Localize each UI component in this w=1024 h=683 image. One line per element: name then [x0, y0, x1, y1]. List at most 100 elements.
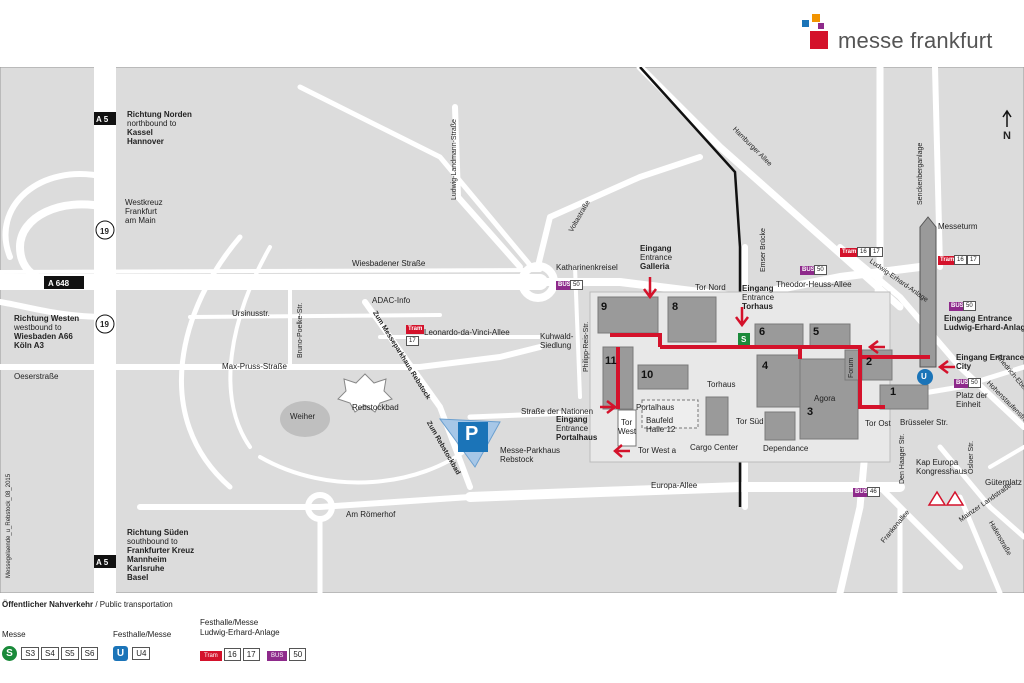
hall-9[interactable]: 9 — [601, 301, 608, 313]
legend-messe: Messe — [2, 630, 26, 639]
street-kuhwald-1: Kuhwald- — [540, 332, 574, 341]
compass-label: N — [1003, 130, 1011, 142]
adac-info: ADAC-Info — [372, 296, 411, 305]
street-roemerhof: Am Römerhof — [346, 510, 396, 519]
tram-stop-hamburger: Tram — [840, 248, 859, 257]
street-bruno: Bruno-Poelke-Str. — [297, 302, 304, 358]
legend-festhalle: Festhalle/Messe — [113, 630, 172, 639]
ubahn-icon: U — [921, 372, 927, 381]
street-philipp: Philipp-Reis-Str. — [583, 321, 590, 372]
sbahn-legend-icon: S — [2, 646, 17, 661]
logo-square-purple — [818, 23, 824, 29]
portalhaus-label: Portalhaus — [636, 403, 675, 412]
direction-westkreuz: Westkreuz Frankfurt am Main — [125, 198, 163, 225]
tram-stop-ludwig: Tram — [938, 256, 957, 265]
hall-4[interactable]: 4 — [762, 360, 769, 372]
street-ursinus: Ursinusstr. — [232, 309, 270, 318]
baufeld-label-2: Halle 12 — [646, 425, 676, 434]
street-oeser: Oeserstraße — [14, 372, 59, 381]
hall-8[interactable]: 8 — [672, 301, 679, 313]
hall-11[interactable]: 11 — [605, 355, 617, 367]
entrance-ludwig-erhard: Eingang Entrance Ludwig-Erhard-Anlage — [944, 314, 1024, 332]
map-credit: Messegelaende_u_Rebstock_08_2015 — [6, 473, 12, 578]
baufeld-label-1: Baufeld — [646, 416, 674, 425]
hall-10[interactable]: 10 — [641, 369, 654, 381]
bus-stop-city: BUS — [954, 379, 971, 388]
messe-frankfurt-logo: messe frankfurt — [800, 14, 1020, 58]
gate-west-2: West — [618, 427, 637, 436]
street-senckenberg: Senckenberganlage — [917, 142, 924, 205]
transport-legend: Öffentlicher Nahverkehr / Public transpo… — [0, 598, 600, 683]
tram-stop-leonardo: Tram — [406, 325, 425, 334]
sbahn-icon: S — [741, 335, 747, 344]
direction-west: Richtung Westen westbound to Wiesbaden A… — [14, 314, 80, 350]
entrance-portalhaus: Eingang Entrance Portalhaus — [556, 415, 598, 442]
dependance-label: Dependance — [763, 444, 809, 453]
bus-legend-icon: BUS — [267, 651, 288, 661]
tram-line-17-leonardo: 17 — [406, 336, 419, 346]
direction-south: Richtung Süden southbound to Frankfurter… — [127, 528, 195, 582]
legend-u-line: U U4 — [113, 646, 152, 661]
street-ludwig-landmann: Ludwig-Landmann-Straße — [451, 119, 458, 200]
bus-stop-katharinen: BUS — [556, 281, 573, 290]
street-leonardo: Leonardo-da-Vinci-Allee — [424, 328, 510, 337]
legend-festhalle-2a: Festhalle/Messe — [200, 618, 259, 627]
entrance-city: Eingang Entrance City — [956, 353, 1024, 371]
parkhaus-label-2: Rebstock — [500, 455, 534, 464]
legend-festhalle-2b: Ludwig-Erhard-Anlage — [200, 628, 280, 637]
tram-line-17-hamburger: 17 — [870, 247, 883, 257]
weiher-label: Weiher — [290, 412, 316, 421]
platz-einheit-1: Platz der — [956, 391, 988, 400]
street-emser: Emser Brücke — [760, 228, 767, 272]
street-den-haager: Den Haager Str. — [899, 433, 906, 484]
entrance-galleria: Eingang Entrance Galleria — [640, 244, 673, 271]
street-europa: Europa-Allee — [651, 481, 698, 490]
gate-west-a: Tor West a — [638, 446, 677, 455]
street-nationen: Straße der Nationen — [521, 407, 594, 416]
hall-5[interactable]: 5 — [813, 326, 820, 338]
tram-legend-icon: Tram — [200, 651, 222, 661]
bus-line-europa: 46 — [867, 487, 880, 497]
gate-ost: Tor Ost — [865, 419, 891, 428]
hall-3[interactable]: 3 — [807, 406, 814, 418]
site-map[interactable] — [0, 67, 1024, 593]
street-osloer: Osloer Str. — [968, 440, 975, 474]
rebstockbad-label: Rebstockbad — [352, 403, 399, 412]
platz-einheit-2: Einheit — [956, 400, 981, 409]
b19-sign-upper: 19 — [100, 227, 109, 236]
logo-square-orange — [812, 14, 820, 22]
gate-nord: Tor Nord — [695, 283, 726, 292]
a5-sign-north: A 5 — [96, 115, 109, 124]
street-bruesseler: Brüsseler Str. — [900, 418, 949, 427]
hall-6[interactable]: 6 — [759, 326, 766, 338]
bus-line-messeturm: 50 — [963, 301, 976, 311]
forum-label: Forum — [848, 357, 855, 378]
bus-stop-theodor: BUS — [800, 266, 817, 275]
direction-north: Richtung Norden northbound to Kassel Han… — [127, 110, 192, 146]
bus-line-katharinen: 50 — [570, 280, 583, 290]
tram-line-16-ludwig: 16 — [954, 255, 967, 265]
cargo-label: Cargo Center — [690, 443, 739, 452]
parkhaus-label-1: Messe-Parkhaus — [500, 446, 561, 455]
street-wiesbadener: Wiesbadener Straße — [352, 259, 426, 268]
logo-square-blue — [802, 20, 809, 27]
street-maxpruss: Max-Pruss-Straße — [222, 362, 287, 371]
kap-europa-2: Kongresshaus — [916, 467, 968, 476]
bus-stop-europa: BUS — [853, 488, 870, 497]
parking-symbol: P — [465, 423, 479, 445]
bus-line-theodor: 50 — [814, 265, 827, 275]
hall-2[interactable]: 2 — [866, 356, 873, 368]
gate-west-1: Tor — [621, 418, 633, 427]
a648-sign: A 648 — [48, 279, 70, 288]
legend-title: Öffentlicher Nahverkehr / Public transpo… — [2, 600, 173, 609]
entrance-torhaus: Eingang Entrance Torhaus — [742, 284, 775, 311]
hall-1[interactable]: 1 — [890, 386, 897, 398]
street-theodor: Theodor-Heuss-Allee — [776, 280, 852, 289]
torhaus-label: Torhaus — [707, 380, 736, 389]
a5-sign-south: A 5 — [96, 558, 109, 567]
tram-line-17-ludwig: 17 — [967, 255, 980, 265]
bus-line-city: 50 — [968, 378, 981, 388]
ubahn-legend-icon: U — [113, 646, 128, 661]
street-gueterplatz: Güterplatz — [985, 478, 1022, 487]
